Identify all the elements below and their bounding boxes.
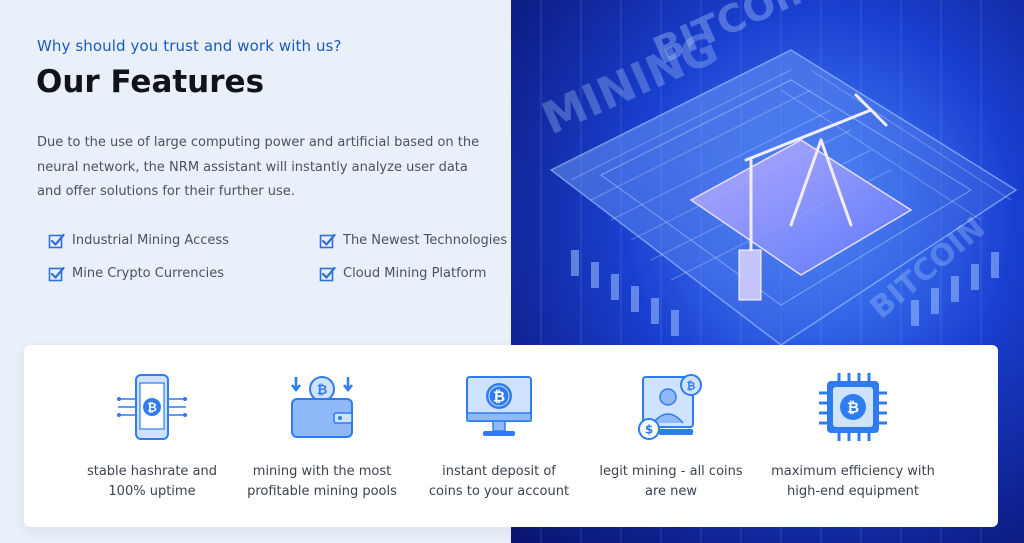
- svg-text:₿: ₿: [317, 383, 328, 398]
- feature-label: Cloud Mining Platform: [343, 266, 487, 281]
- section-subtitle: Why should you trust and work with us?: [37, 37, 342, 55]
- feature-label: The Newest Technologies: [343, 233, 508, 248]
- checkbox-checked-icon: [48, 266, 65, 282]
- monitor-bitcoin-icon: ₿: [466, 376, 532, 436]
- svg-text:₿: ₿: [147, 401, 157, 415]
- feature-list: Industrial Mining Access The Newest Tech…: [48, 231, 518, 283]
- feature-item: Mine Crypto Currencies: [48, 264, 319, 283]
- user-bitcoin-icon: ₿ $: [638, 374, 702, 440]
- checkbox-checked-icon: [319, 233, 336, 249]
- svg-text:$: $: [645, 423, 653, 437]
- feature-item: The Newest Technologies: [319, 231, 519, 250]
- checkbox-checked-icon: [319, 266, 336, 282]
- checkbox-checked-icon: [48, 233, 65, 249]
- feature-item: Cloud Mining Platform: [319, 264, 519, 283]
- svg-text:₿: ₿: [493, 388, 505, 406]
- chip-bitcoin-icon: ₿: [819, 373, 887, 441]
- phone-bitcoin-icon: ₿: [117, 374, 187, 440]
- svg-text:₿: ₿: [687, 380, 696, 393]
- feature-item: Industrial Mining Access: [48, 231, 319, 250]
- feature-label: Mine Crypto Currencies: [72, 266, 225, 281]
- section-description: Due to the use of large computing power …: [37, 135, 480, 199]
- feature-label: Industrial Mining Access: [72, 233, 229, 248]
- hero-illustration: BITCOIN MINING BITCOIN: [535, 0, 1018, 543]
- svg-text:₿: ₿: [847, 399, 859, 417]
- wallet-bitcoin-icon: ₿: [291, 376, 353, 438]
- section-title: Our Features: [36, 64, 265, 100]
